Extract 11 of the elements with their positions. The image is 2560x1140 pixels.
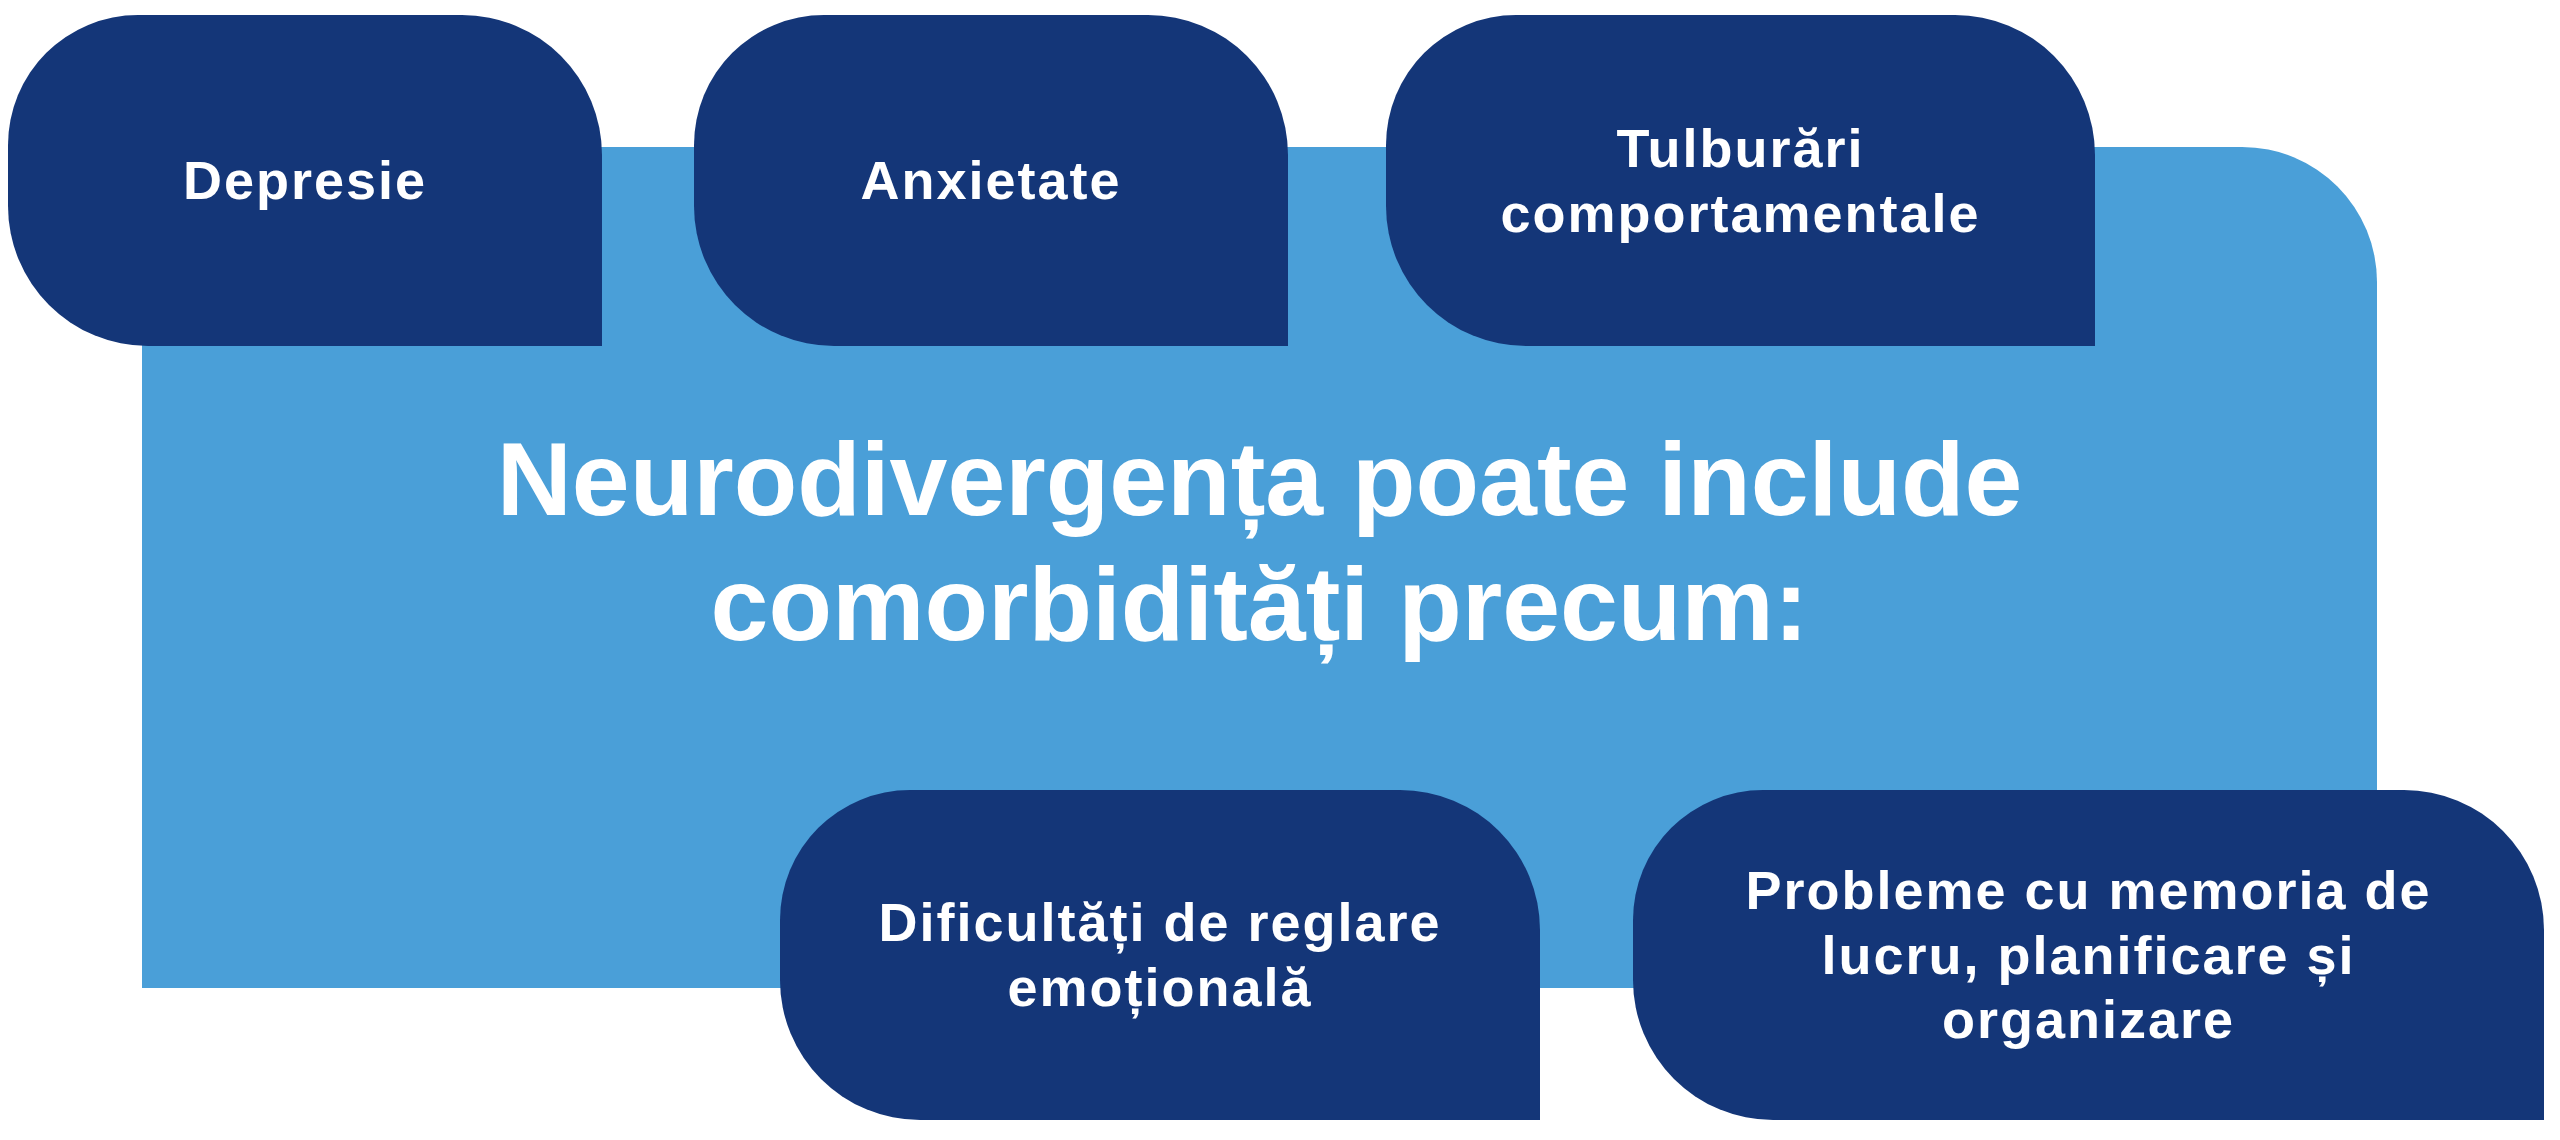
rounded-box	[780, 790, 1540, 1120]
box-label: Probleme cu memoria de lucru, planificare și organizare	[1744, 858, 2433, 1052]
box-label: Depresie	[182, 149, 428, 213]
heading-text: Neurodivergența poate include comorbidități precum:	[495, 420, 2024, 666]
box-label: Anxietate	[860, 149, 1122, 213]
rounded-box	[694, 15, 1288, 346]
rounded-box	[1386, 15, 2095, 346]
rounded-box	[8, 15, 602, 346]
rounded-box	[1633, 790, 2544, 1120]
box-label: Tulburări comportamentale	[1499, 116, 1982, 245]
box-label: Dificultăți de reglare emoțională	[877, 891, 1443, 1020]
